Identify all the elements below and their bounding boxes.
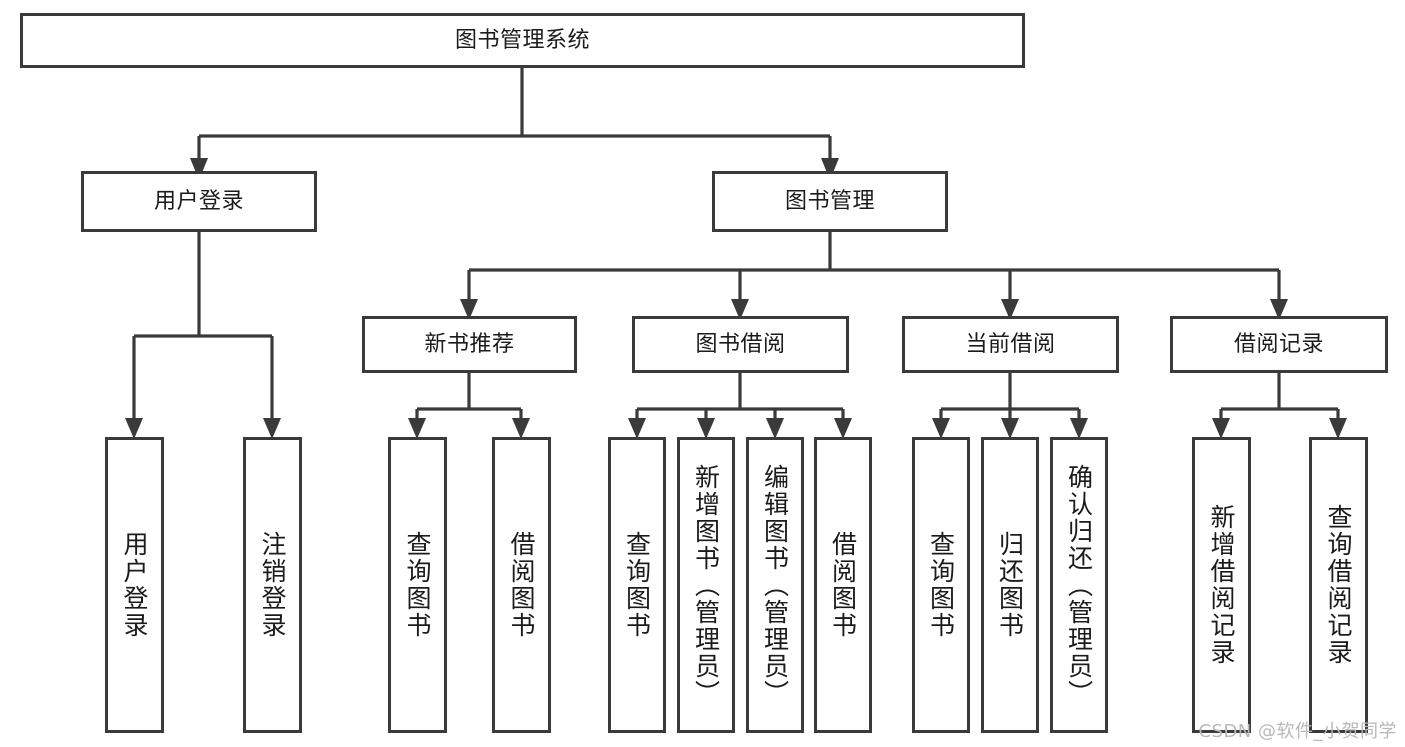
node-leaf-query-book-2-label: 查询图书 — [622, 531, 652, 639]
arrowhead-leaf-query-book-3 — [932, 418, 950, 439]
node-book-manage-label: 图书管理 — [784, 188, 875, 214]
node-leaf-confirm-return-label: 确认归还（管理员） — [1064, 463, 1094, 707]
node-leaf-return-book-label: 归还图书 — [995, 531, 1025, 639]
node-leaf-edit-book-label: 编辑图书（管理员） — [760, 463, 790, 707]
node-leaf-borrow-book-1[interactable]: 借阅图书 — [492, 437, 551, 733]
arrowhead-book-manage — [821, 158, 839, 180]
node-leaf-return-book[interactable]: 归还图书 — [981, 437, 1039, 733]
arrow-heads — [125, 158, 1347, 439]
node-leaf-add-book[interactable]: 新增图书（管理员） — [677, 437, 735, 733]
arrowhead-user-login — [190, 158, 208, 180]
node-leaf-add-book-label: 新增图书（管理员） — [691, 463, 721, 707]
node-leaf-query-book-1[interactable]: 查询图书 — [388, 437, 447, 733]
arrowhead-leaf-logout-login — [263, 418, 281, 439]
node-book-borrow-label: 图书借阅 — [695, 331, 786, 357]
watermark: CSDN @软件_小贺同学 — [1198, 721, 1397, 742]
arrowhead-book-borrow — [731, 299, 749, 320]
node-root-label: 图书管理系统 — [454, 27, 590, 53]
node-user-login-label: 用户登录 — [153, 188, 244, 214]
node-borrow-record-label: 借阅记录 — [1233, 331, 1324, 357]
node-leaf-query-record-label: 查询借阅记录 — [1324, 504, 1353, 666]
arrowhead-leaf-borrow-book-1 — [512, 418, 530, 439]
arrowhead-leaf-query-book-2 — [628, 418, 646, 439]
node-new-book-recommend[interactable]: 新书推荐 — [362, 316, 577, 373]
node-leaf-query-record[interactable]: 查询借阅记录 — [1309, 437, 1368, 733]
arrowhead-leaf-add-record — [1212, 418, 1230, 439]
node-user-login[interactable]: 用户登录 — [81, 171, 317, 232]
node-leaf-add-record[interactable]: 新增借阅记录 — [1192, 437, 1251, 733]
node-leaf-borrow-book-2-label: 借阅图书 — [828, 531, 858, 639]
arrowhead-leaf-borrow-book-2 — [834, 418, 852, 439]
node-leaf-query-book-2[interactable]: 查询图书 — [608, 437, 666, 733]
node-book-manage[interactable]: 图书管理 — [712, 171, 948, 232]
node-current-borrow-label: 当前借阅 — [965, 331, 1056, 357]
node-current-borrow[interactable]: 当前借阅 — [902, 316, 1119, 373]
node-book-borrow[interactable]: 图书借阅 — [632, 316, 849, 373]
node-leaf-borrow-book-1-label: 借阅图书 — [507, 531, 536, 639]
arrowhead-leaf-add-book — [697, 418, 715, 439]
arrowhead-leaf-edit-book — [766, 418, 784, 439]
node-leaf-query-book-1-label: 查询图书 — [403, 531, 432, 639]
node-new-book-recommend-label: 新书推荐 — [424, 331, 515, 357]
arrowhead-new-book — [460, 299, 478, 320]
arrowhead-leaf-return-book — [1001, 418, 1019, 439]
node-leaf-borrow-book-2[interactable]: 借阅图书 — [814, 437, 872, 733]
arrowhead-leaf-query-record — [1329, 418, 1347, 439]
node-leaf-add-record-label: 新增借阅记录 — [1207, 504, 1236, 666]
node-leaf-user-login-label: 用户登录 — [120, 531, 149, 639]
node-leaf-query-book-3[interactable]: 查询图书 — [912, 437, 970, 733]
node-leaf-logout-login[interactable]: 注销登录 — [243, 437, 302, 733]
node-leaf-confirm-return[interactable]: 确认归还（管理员） — [1050, 437, 1108, 733]
node-root[interactable]: 图书管理系统 — [20, 13, 1025, 68]
arrowhead-borrow-record — [1270, 299, 1288, 320]
node-leaf-query-book-3-label: 查询图书 — [926, 531, 956, 639]
arrowhead-leaf-user-login — [125, 418, 143, 439]
arrowhead-current-borrow — [1001, 299, 1019, 320]
node-leaf-edit-book[interactable]: 编辑图书（管理员） — [746, 437, 804, 733]
arrowhead-leaf-query-book-1 — [408, 418, 426, 439]
node-borrow-record[interactable]: 借阅记录 — [1170, 316, 1388, 373]
node-leaf-user-login[interactable]: 用户登录 — [105, 437, 164, 733]
arrowhead-leaf-confirm-return — [1070, 418, 1088, 439]
node-leaf-logout-login-label: 注销登录 — [258, 531, 287, 639]
